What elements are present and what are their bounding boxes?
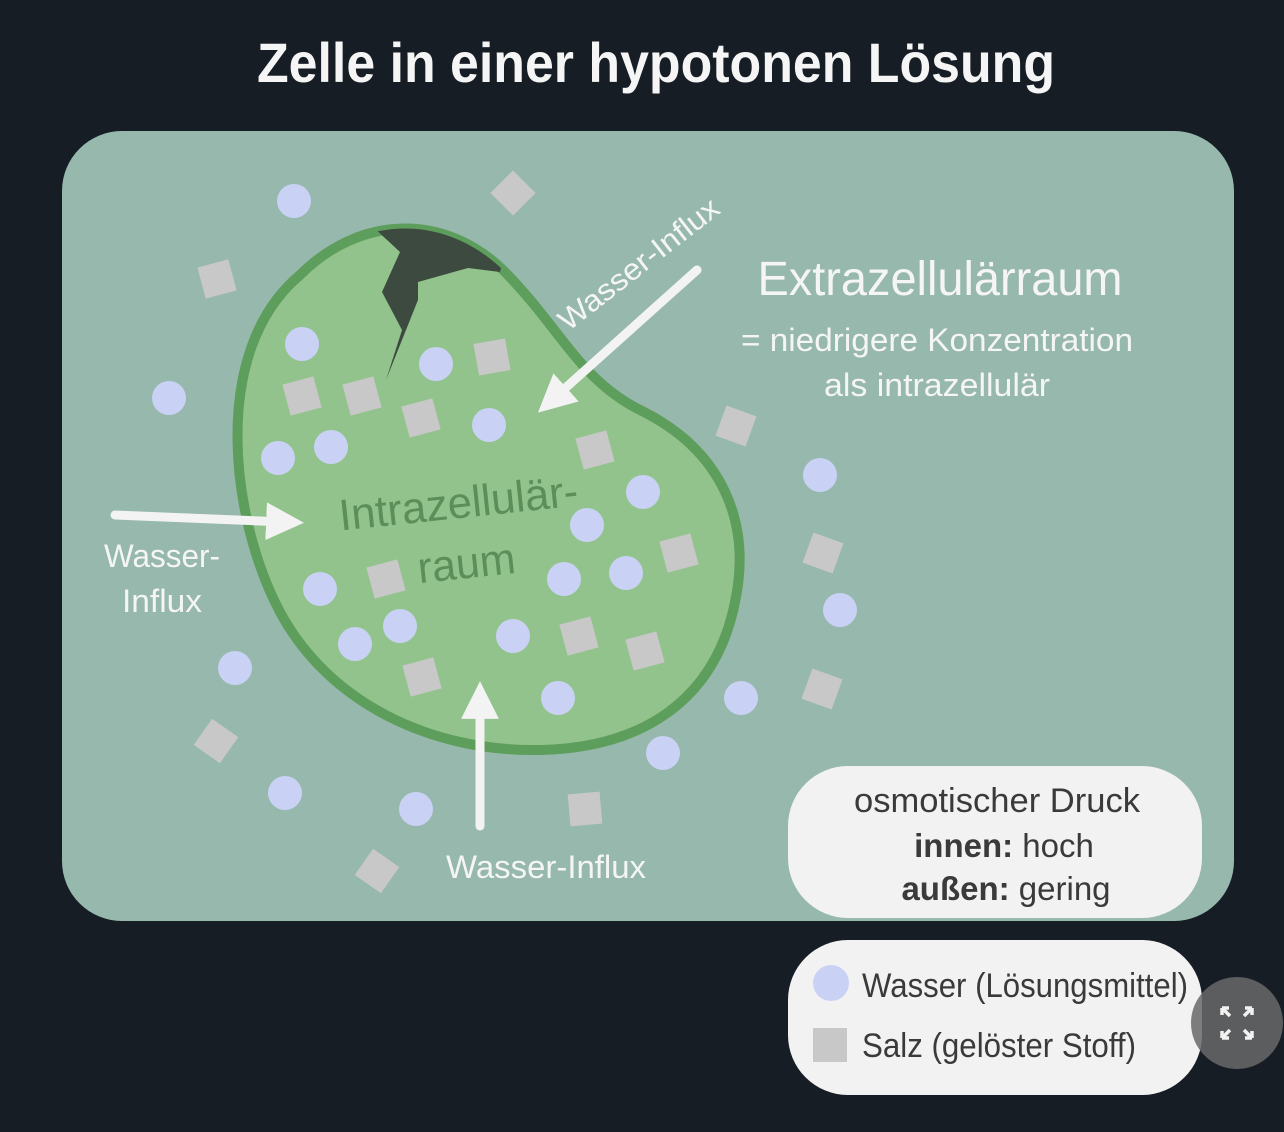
title: Zelle in einer hypotonen Lösung (257, 31, 1055, 94)
outside-label: außen: (901, 870, 1009, 907)
water-particle (152, 381, 186, 415)
salt-particle (659, 533, 699, 573)
influx-label-bottom: Wasser-Influx (446, 849, 646, 885)
water-particle (218, 651, 252, 685)
salt-particle (490, 170, 536, 216)
extracellular-label: Extrazellulärraum (758, 253, 1123, 306)
legend-item-water: Wasser (Lösungsmittel) (862, 967, 1188, 1005)
water-particle (399, 792, 433, 826)
arrow-diagonal (537, 265, 702, 413)
expand-icon (1220, 1006, 1254, 1040)
water-particle (277, 184, 311, 218)
pressure-box: osmotischer Druck innen: hoch außen: ger… (788, 766, 1202, 918)
water-particle (570, 508, 604, 542)
water-particle (626, 475, 660, 509)
water-legend-icon (813, 965, 849, 1001)
water-particle (261, 441, 295, 475)
extracellular-desc-2: als intrazellulär (824, 367, 1050, 403)
salt-particle (354, 848, 400, 894)
extracellular-desc-1: = niedrigere Konzentration (741, 322, 1133, 358)
influx-label-left-2: Influx (122, 583, 202, 619)
water-particle (338, 627, 372, 661)
water-particle (823, 593, 857, 627)
particles (152, 170, 857, 894)
expand-button[interactable] (1191, 977, 1283, 1069)
salt-particle (342, 376, 382, 416)
salt-particle (559, 616, 599, 656)
salt-particle (625, 631, 665, 671)
salt-particle (193, 718, 239, 764)
pressure-inside: innen: hoch (914, 827, 1094, 864)
cell-membrane (232, 223, 745, 756)
water-particle (541, 681, 575, 715)
salt-particle (401, 398, 441, 438)
salt-particle (715, 405, 757, 447)
outside-value: gering (1019, 870, 1111, 907)
salt-particle (575, 430, 615, 470)
water-particle (472, 408, 506, 442)
legend: Wasser (Lösungsmittel) Salz (gelöster St… (788, 940, 1202, 1095)
salt-particle (282, 376, 322, 416)
salt-particle (197, 259, 237, 299)
water-particle (383, 609, 417, 643)
water-particle (803, 458, 837, 492)
arrows (110, 265, 702, 831)
water-particle (609, 556, 643, 590)
legend-item-salt: Salz (gelöster Stoff) (862, 1027, 1136, 1065)
arrow-left (110, 502, 304, 541)
water-particle (496, 619, 530, 653)
salt-particle (473, 338, 511, 376)
salt-particle (801, 668, 843, 710)
influx-label-left-1: Wasser- (104, 538, 220, 574)
water-particle (314, 430, 348, 464)
intracellular-label-line2: raum (415, 534, 518, 593)
water-particle (646, 736, 680, 770)
pressure-heading: osmotischer Druck (854, 782, 1141, 820)
inside-value: hoch (1022, 827, 1094, 864)
salt-particle (567, 791, 603, 827)
salt-particle (402, 657, 442, 697)
salt-particle (366, 559, 406, 599)
inside-label: innen: (914, 827, 1013, 864)
salt-particle (802, 532, 844, 574)
water-particle (285, 327, 319, 361)
water-particle (724, 681, 758, 715)
water-particle (419, 347, 453, 381)
water-particle (268, 776, 302, 810)
water-particle (547, 562, 581, 596)
salt-legend-icon (813, 1028, 847, 1062)
pressure-outside: außen: gering (901, 870, 1110, 907)
water-particle (303, 572, 337, 606)
